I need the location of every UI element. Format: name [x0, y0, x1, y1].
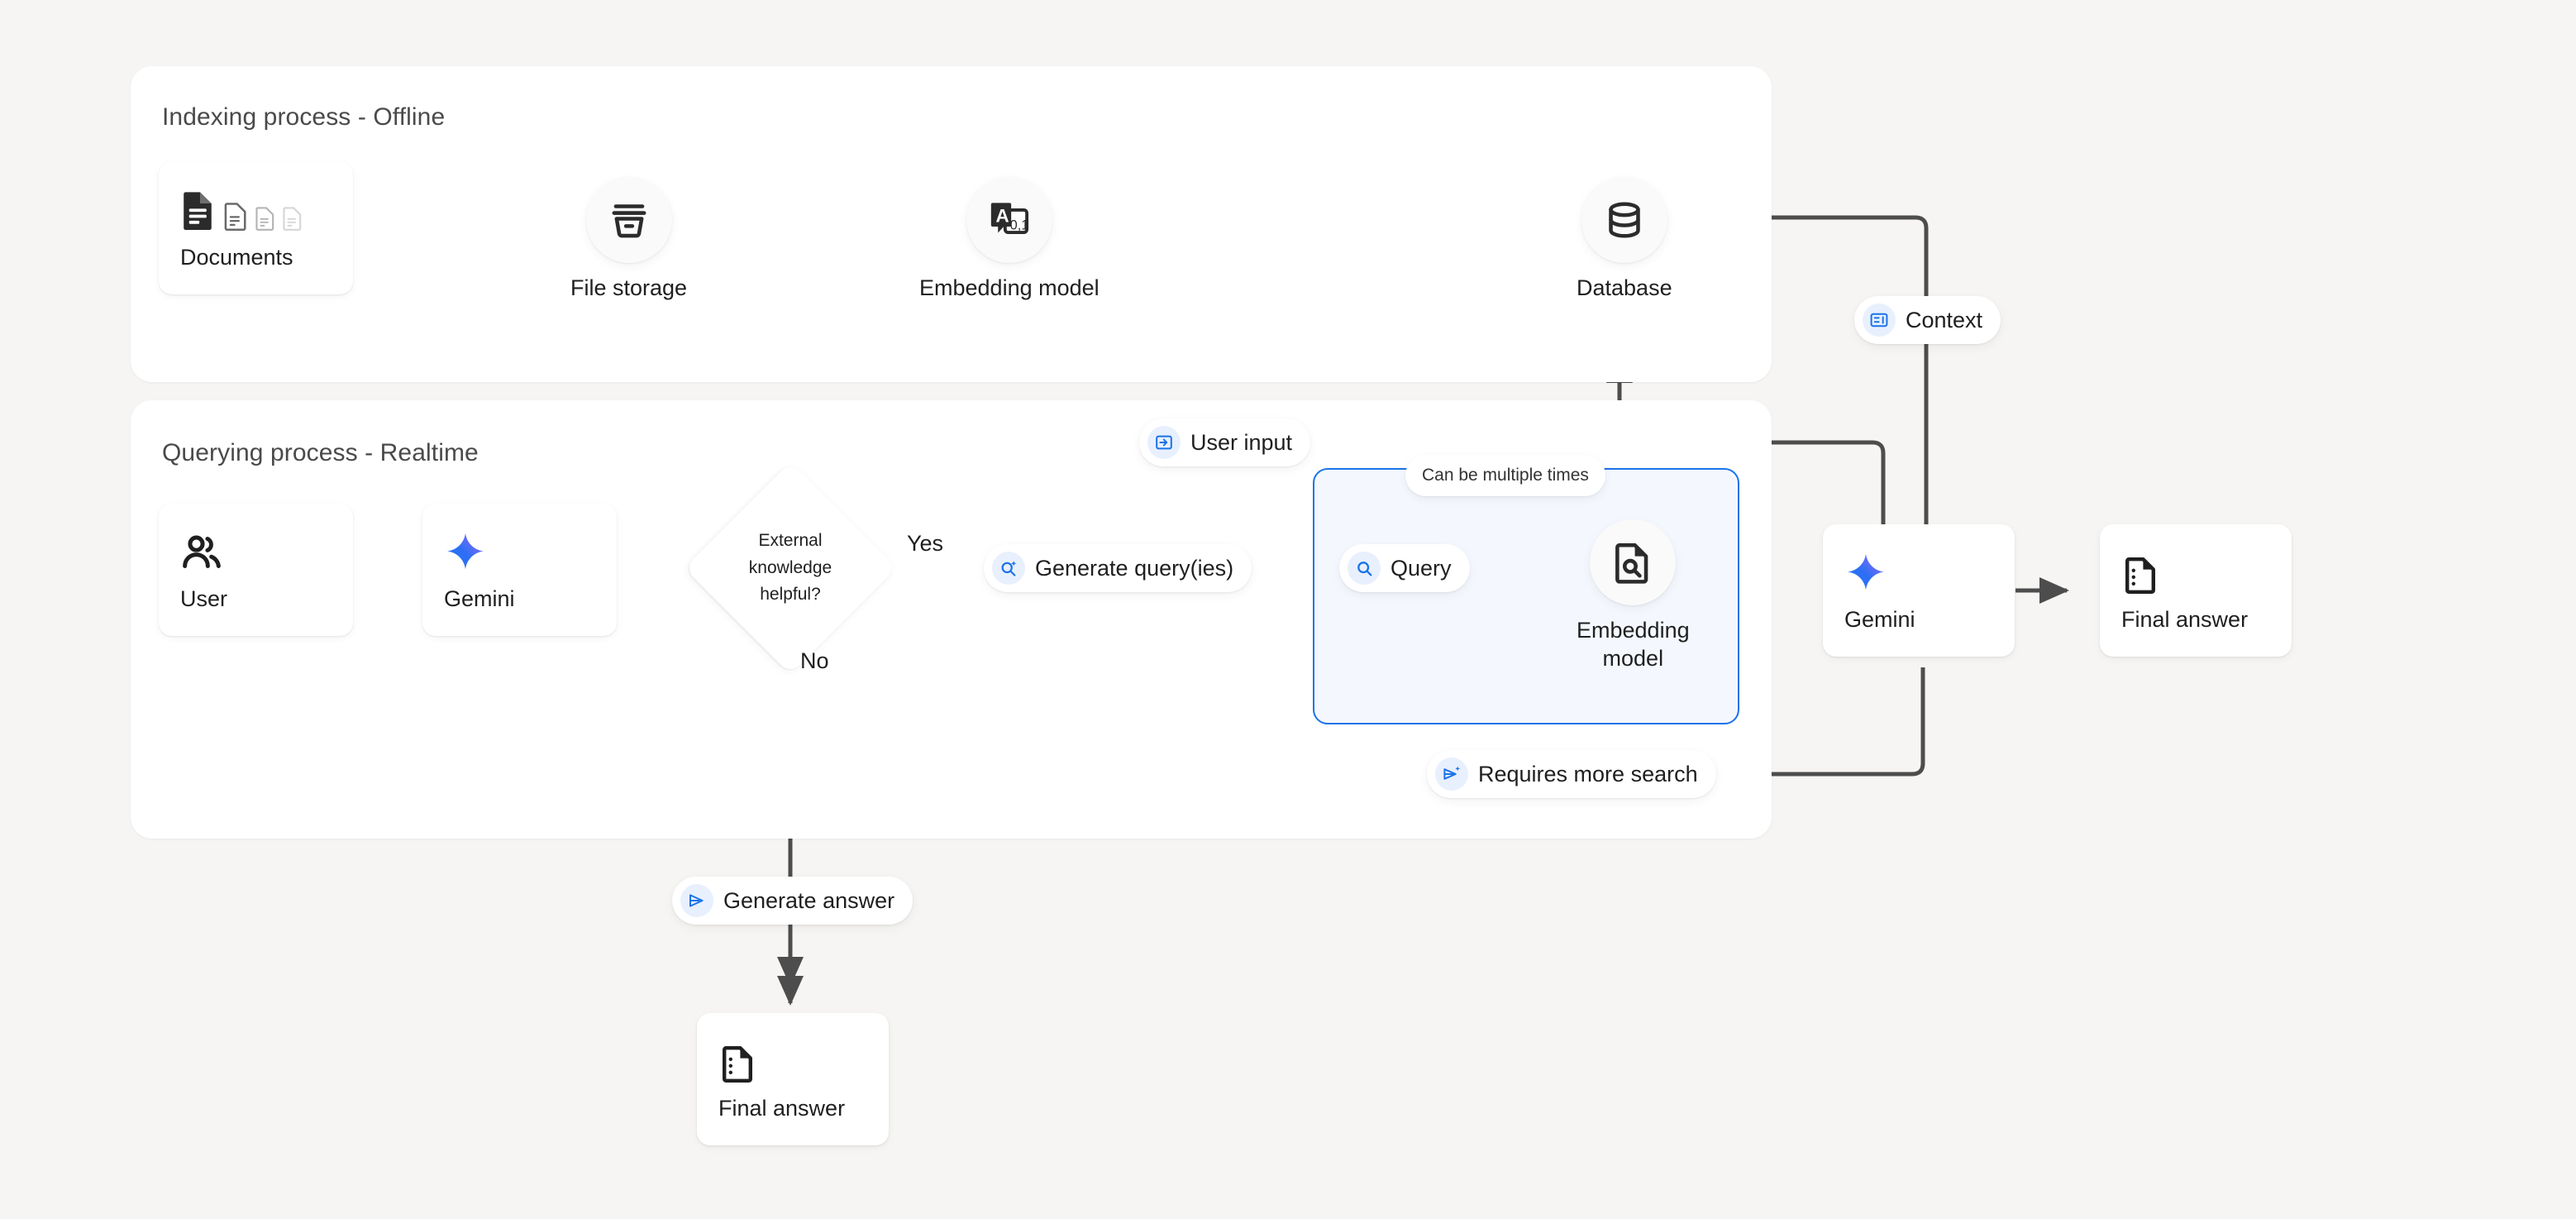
final-answer-icon: [2121, 548, 2270, 595]
file-storage-label: File storage: [570, 275, 688, 300]
loop-note-label: Can be multiple times: [1422, 466, 1589, 485]
database-node[interactable]: Database: [1577, 177, 1672, 303]
requires-more-search-label: Requires more search: [1478, 761, 1698, 786]
send-icon: [680, 884, 713, 917]
embedding-model-icon: 0,1 A: [966, 177, 1052, 263]
gemini-sparkle-icon: [444, 528, 595, 574]
documents-icon: [180, 186, 332, 232]
context-badge[interactable]: Context: [1854, 296, 2001, 344]
embedding-model-label-query: Embedding model: [1577, 618, 1690, 671]
decision-label: External knowledge helpful?: [748, 531, 832, 605]
send-sparkle-icon: [1435, 758, 1468, 791]
search-icon: [1348, 552, 1381, 585]
branch-yes-label: Yes: [907, 531, 944, 556]
user-card[interactable]: User: [159, 504, 353, 636]
generate-queries-badge[interactable]: Generate query(ies): [984, 544, 1252, 592]
file-storage-node[interactable]: File storage: [570, 177, 687, 303]
documents-label: Documents: [180, 245, 293, 270]
final-answer-label-bottom: Final answer: [718, 1096, 846, 1121]
document-search-icon: [1590, 519, 1677, 605]
search-sparkle-icon: [992, 552, 1025, 585]
final-answer-icon: [718, 1037, 867, 1083]
generate-queries-label: Generate query(ies): [1035, 555, 1234, 581]
database-label: Database: [1577, 275, 1672, 300]
gemini-label-left: Gemini: [444, 586, 515, 611]
query-badge[interactable]: Query: [1339, 544, 1470, 592]
embedding-model-node-indexing[interactable]: 0,1 A Embedding model: [919, 177, 1100, 303]
indexing-panel-title: Indexing process - Offline: [162, 103, 446, 131]
final-answer-label-right: Final answer: [2121, 607, 2249, 632]
user-input-badge[interactable]: User input: [1139, 418, 1311, 466]
svg-text:A: A: [995, 206, 1009, 227]
input-arrow-icon: [1147, 426, 1181, 459]
embedding-model-label: Embedding model: [919, 275, 1100, 300]
gemini-card-left[interactable]: Gemini: [422, 504, 617, 636]
gemini-card-right[interactable]: Gemini: [1823, 524, 2015, 657]
user-icon: [180, 528, 332, 574]
user-input-label: User input: [1190, 429, 1293, 455]
loop-note-badge: Can be multiple times: [1405, 455, 1605, 496]
context-panel-icon: [1863, 304, 1896, 337]
embedding-model-node-query[interactable]: Embedding model: [1577, 519, 1690, 673]
branch-no-label: No: [800, 648, 829, 673]
gemini-label-right: Gemini: [1844, 607, 1915, 632]
final-answer-card-right[interactable]: Final answer: [2100, 524, 2292, 657]
file-storage-icon: [585, 177, 672, 263]
indexing-panel: [131, 66, 1772, 382]
gemini-sparkle-icon: [1844, 548, 1993, 595]
decision-diamond[interactable]: External knowledge helpful?: [684, 461, 897, 675]
svg-text:0,1: 0,1: [1009, 218, 1028, 233]
user-label: User: [180, 586, 228, 611]
requires-more-search-badge[interactable]: Requires more search: [1427, 750, 1716, 798]
querying-panel-title: Querying process - Realtime: [162, 439, 479, 466]
context-label: Context: [1906, 307, 1983, 332]
retrieval-loop-box: [1313, 468, 1739, 724]
documents-card[interactable]: Documents: [159, 162, 353, 294]
generate-answer-label: Generate answer: [723, 887, 895, 913]
database-icon: [1581, 177, 1667, 263]
query-label: Query: [1391, 555, 1452, 581]
generate-answer-badge[interactable]: Generate answer: [672, 877, 914, 925]
final-answer-card-bottom[interactable]: Final answer: [697, 1013, 889, 1145]
